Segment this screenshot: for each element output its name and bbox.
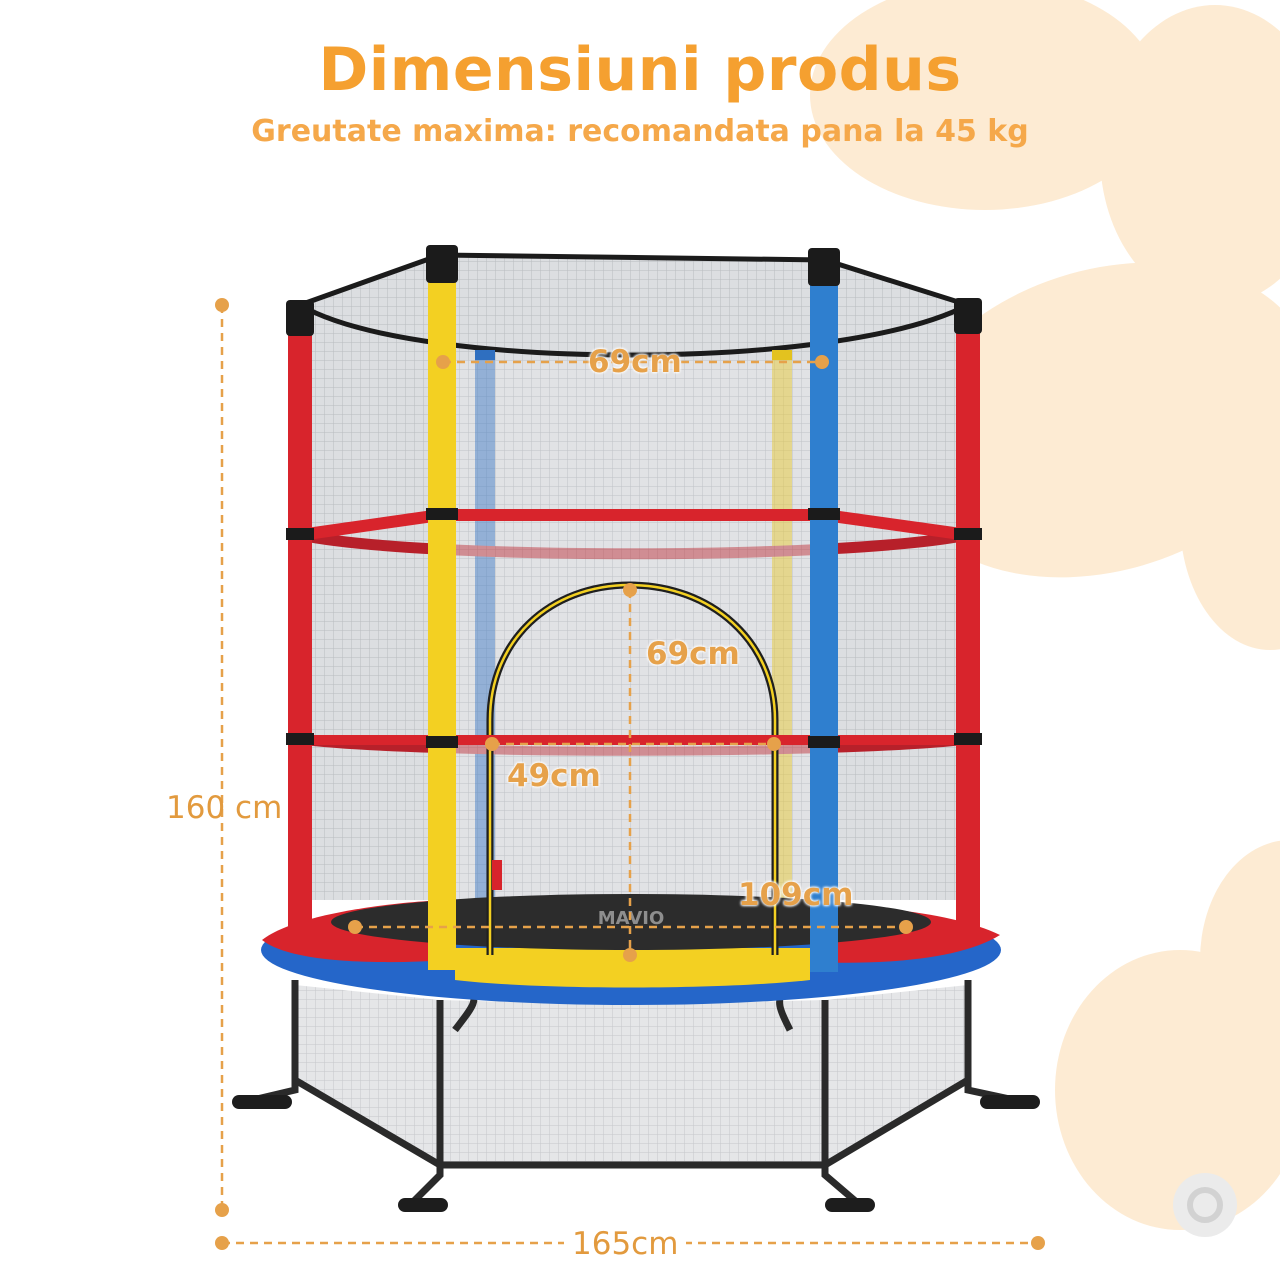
pole-red-left: [288, 305, 312, 930]
pole-red-right: [956, 305, 980, 930]
flower-decoration-icon: [810, 0, 1280, 1230]
door-height-label: 69cm: [646, 636, 740, 672]
zipper-pull: [492, 860, 502, 890]
base-skirt-net: [295, 985, 968, 1165]
width-label: 165cm: [564, 1224, 687, 1264]
top-rope: [298, 252, 975, 358]
pole-yellow: [428, 258, 456, 970]
mat-diameter-label: 109cm: [738, 877, 854, 913]
dimension-markers: [215, 298, 1045, 1250]
top-opening-label: 69cm: [588, 344, 682, 380]
max-weight-subtitle: Greutate maxima: recomandata pana la 45 …: [251, 114, 1029, 149]
pole-blue: [810, 262, 838, 972]
watermark-icon: [1173, 1173, 1237, 1237]
page-title: Dimensiuni produs: [318, 35, 962, 105]
jumping-mat: [331, 894, 931, 950]
door-width-label: 49cm: [507, 758, 601, 794]
height-label: 160 cm: [166, 790, 283, 826]
